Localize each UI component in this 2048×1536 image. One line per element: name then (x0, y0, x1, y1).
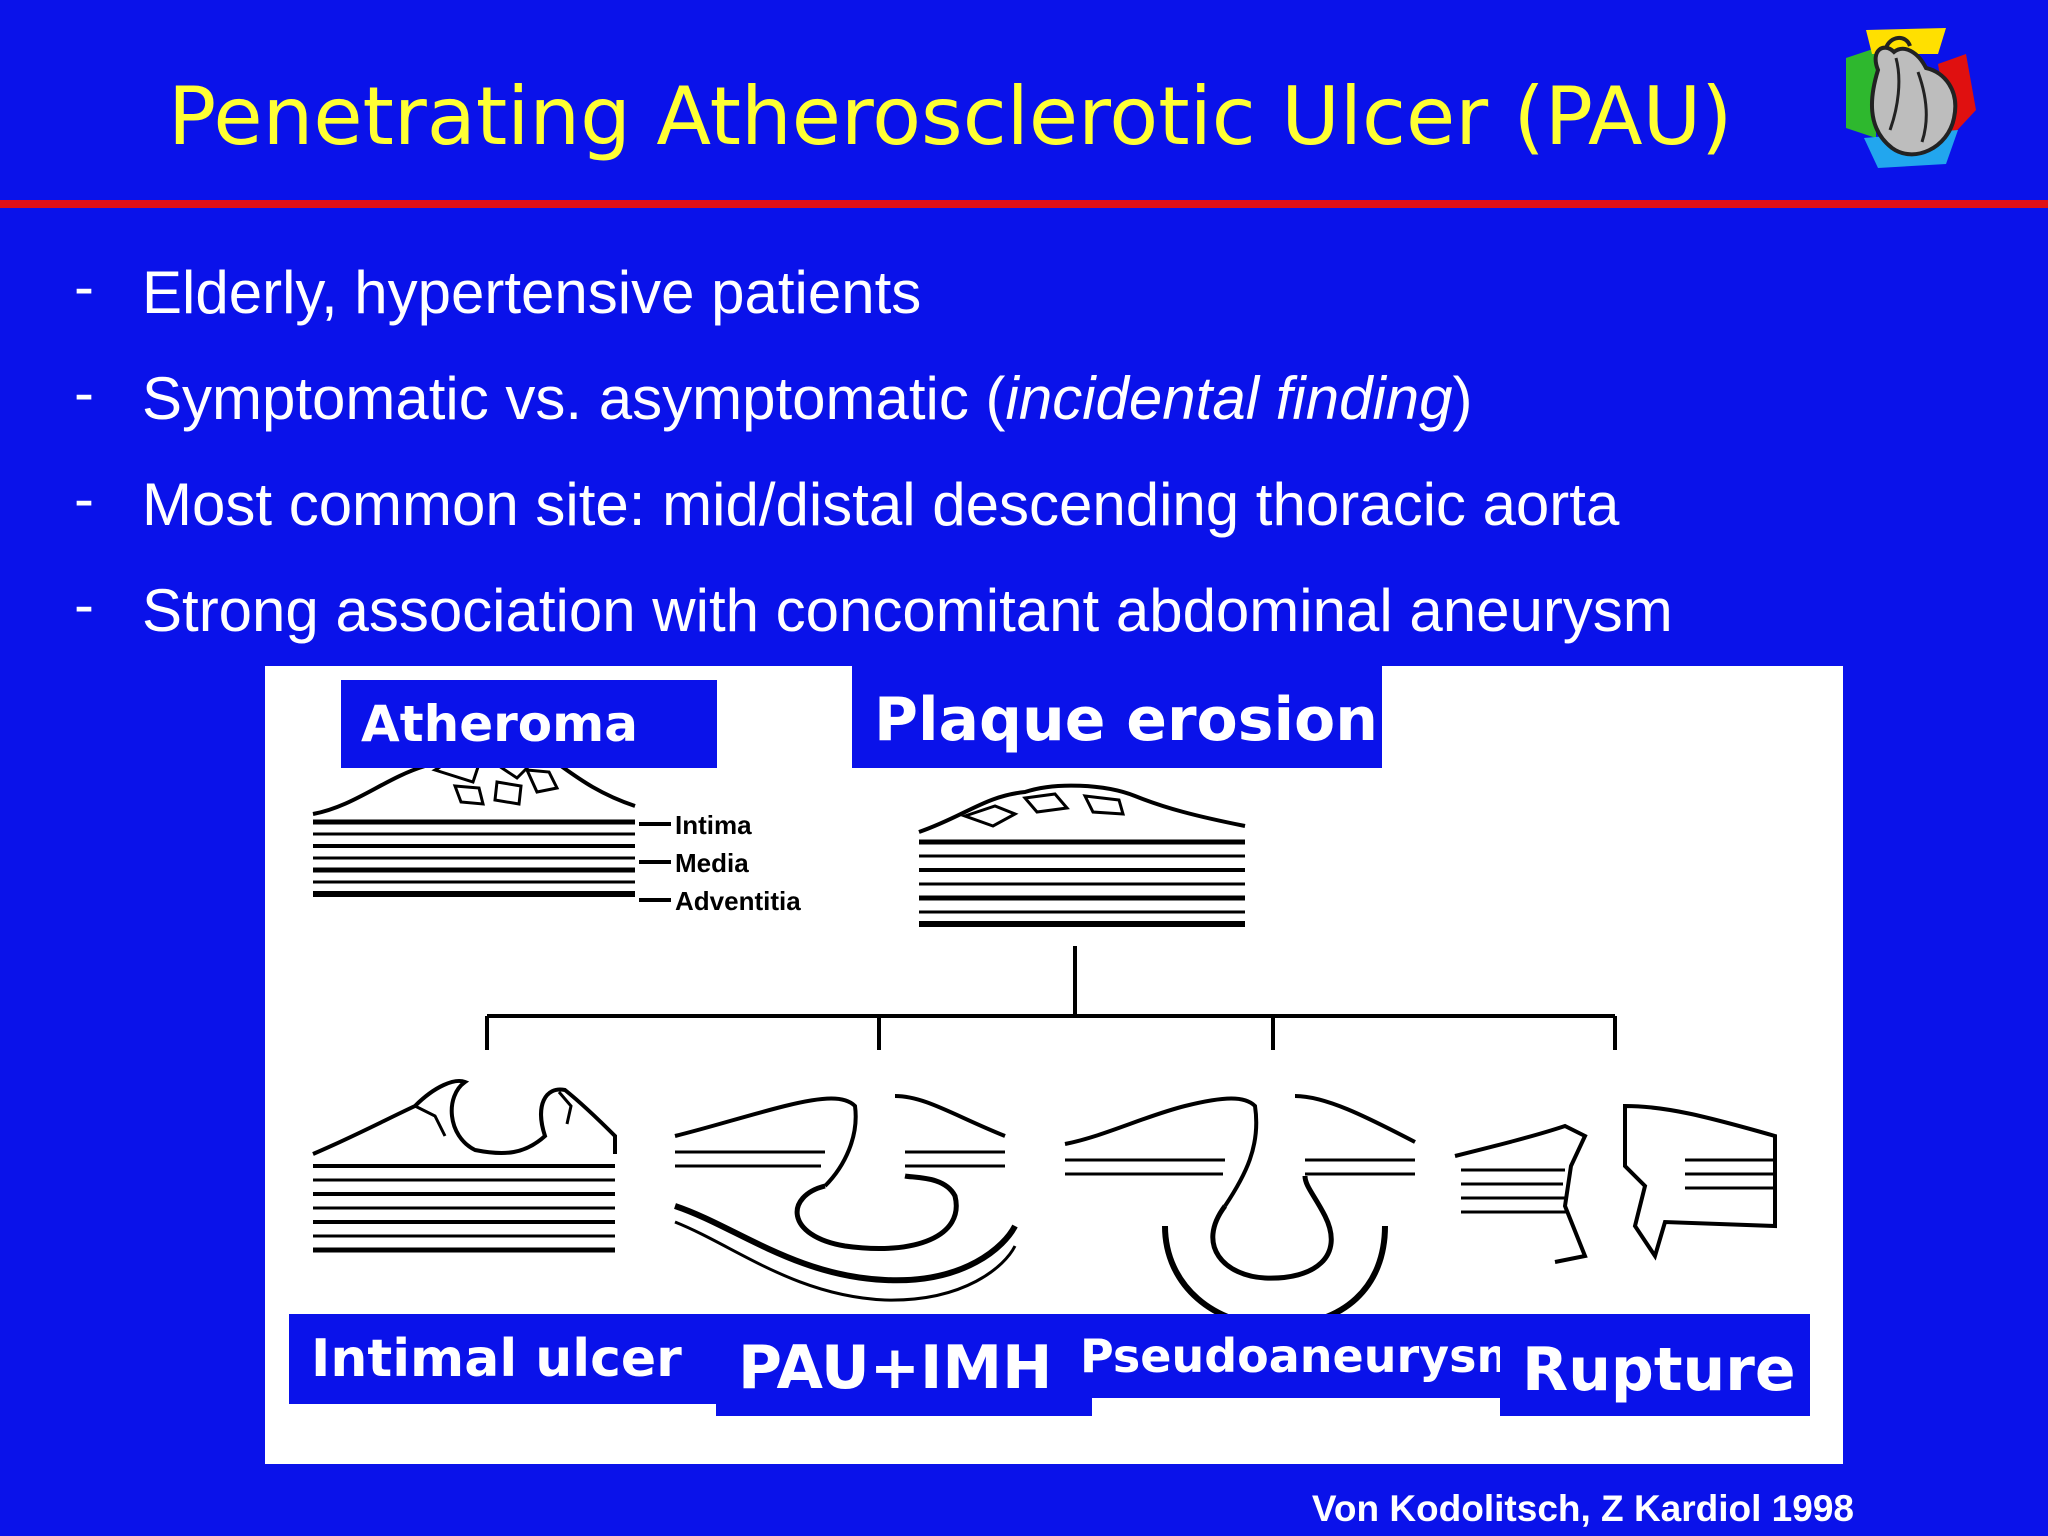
rupture-drawing (1454, 1103, 1777, 1264)
pau-imh-drawing (674, 1094, 1018, 1302)
bullet-text: Elderly, hypertensive patients (142, 259, 922, 326)
bullet-item: - Strong association with concomitant ab… (74, 558, 1974, 664)
bullet-dash: - (74, 253, 94, 320)
bullet-item: - Elderly, hypertensive patients (74, 240, 1974, 346)
bullet-text-part: ) (1452, 365, 1473, 432)
bullet-text-italic: incidental finding (1005, 365, 1453, 432)
pseudoaneurysm-drawing (1064, 1094, 1416, 1330)
tree-connector (485, 946, 1617, 1050)
pau-imh-label: PAU+IMH (716, 1314, 1092, 1416)
intimal-ulcer-label: Intimal ulcer (289, 1314, 719, 1404)
pau-diagram-drawing: Intima Media Adventitia (312, 739, 1777, 1330)
bullet-text: Strong association with concomitant abdo… (142, 577, 1673, 644)
adventitia-label: Adventitia (675, 886, 801, 916)
plaque-erosion-drawing (918, 783, 1246, 927)
media-label: Media (675, 848, 749, 878)
heart-logo-icon (1846, 28, 1976, 168)
plaque-erosion-label: Plaque erosion (852, 666, 1382, 768)
citation: Von Kodolitsch, Z Kardiol 1998 (1311, 1488, 1854, 1529)
bullet-text-part: Symptomatic vs. asymptomatic ( (142, 365, 1006, 432)
rupture-label: Rupture (1500, 1314, 1810, 1416)
bullet-item: - Most common site: mid/distal descendin… (74, 452, 1974, 558)
bullet-item: - Symptomatic vs. asymptomatic (incident… (74, 346, 1974, 452)
atheroma-label: Atheroma (341, 680, 717, 768)
pseudoaneurysm-label: Pseudoaneurysm (1074, 1314, 1524, 1398)
intimal-ulcer-drawing (312, 1079, 617, 1253)
intima-label: Intima (675, 810, 752, 840)
title-divider (0, 200, 2048, 208)
bullet-text: Most common site: mid/distal descending … (142, 471, 1620, 538)
bullet-dash: - (74, 465, 94, 532)
bullet-text: Symptomatic vs. asymptomatic (incidental… (142, 346, 1473, 452)
bullet-dash: - (74, 359, 94, 426)
bullet-list: - Elderly, hypertensive patients - Sympt… (74, 240, 1974, 664)
bullet-dash: - (74, 571, 94, 638)
slide-title: Penetrating Atherosclerotic Ulcer (PAU) (168, 70, 1733, 163)
